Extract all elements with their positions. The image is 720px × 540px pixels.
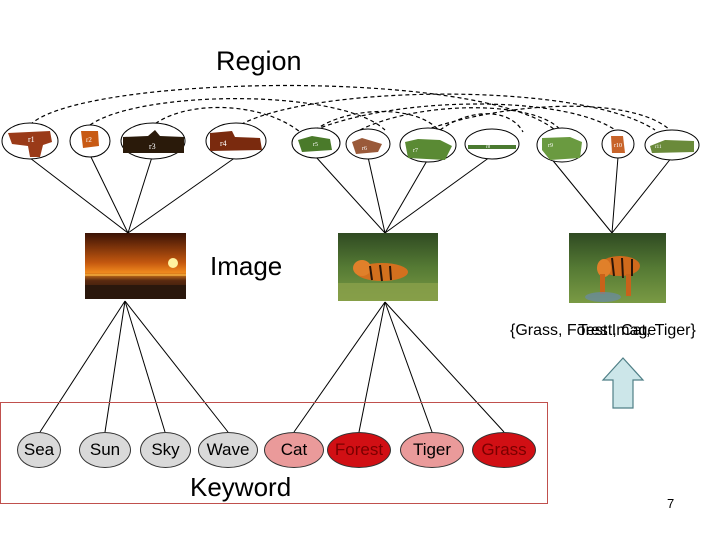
test-image-keywords: {Grass, Forest, Cat, Tiger} [510, 322, 696, 339]
region-link [89, 98, 386, 131]
svg-text:r1: r1 [28, 135, 35, 144]
edge [124, 300, 229, 433]
keyword-node-grass: Grass [472, 432, 536, 468]
region-node: r1 [1, 122, 59, 160]
keyword-layer-box [0, 402, 548, 504]
test-image-caption: Test Image [578, 322, 657, 339]
region-node: r6 [345, 128, 391, 160]
edge [384, 301, 433, 433]
svg-text:r6: r6 [362, 146, 367, 152]
region-link [149, 106, 301, 133]
region-links [29, 84, 673, 133]
region-node: r3 [120, 122, 186, 160]
image-tiger-training [338, 233, 438, 301]
edge [315, 156, 386, 234]
keyword-node-forest: Forest [327, 432, 391, 468]
edge [29, 157, 129, 234]
svg-text:r3: r3 [149, 142, 156, 151]
up-arrow [601, 357, 645, 409]
region-node: r2 [69, 124, 111, 158]
region-node: r5 [291, 127, 341, 159]
svg-text:r9: r9 [548, 143, 553, 149]
region-link [29, 84, 556, 131]
image-keyword-edges [39, 300, 505, 433]
edge [127, 156, 153, 234]
svg-text:r2: r2 [86, 136, 92, 144]
region-link [439, 113, 524, 133]
edge [358, 301, 386, 433]
edge [367, 156, 386, 234]
image-sunset [85, 233, 186, 299]
region-image-edges [29, 154, 673, 234]
svg-text:r7: r7 [413, 148, 418, 154]
edge [293, 301, 386, 433]
edge [384, 301, 505, 433]
edge [39, 300, 126, 433]
keyword-node-wave: Wave [198, 432, 258, 468]
region-link [234, 93, 656, 131]
svg-text:r10: r10 [614, 143, 622, 149]
region-link [314, 103, 619, 133]
svg-text:r4: r4 [220, 139, 227, 148]
edge [124, 300, 166, 433]
keyword-node-tiger: Tiger [400, 432, 464, 468]
page-number: 7 [667, 496, 675, 511]
svg-text:r8: r8 [486, 145, 491, 150]
edge [127, 156, 237, 234]
keyword-node-sea: Sea [17, 432, 61, 468]
region-nodes: r1 r2 r3 r4 r5 r6 r7 [1, 122, 700, 163]
region-title: Region [216, 46, 302, 76]
keyword-node-sky: Sky [140, 432, 191, 468]
region-node: r7 [399, 127, 457, 163]
region-node: r8 [464, 128, 520, 160]
edge [384, 156, 491, 234]
region-link [424, 105, 673, 133]
edge [611, 156, 619, 234]
edge [611, 156, 673, 234]
edge [89, 154, 129, 234]
region-node: r10 [601, 129, 635, 159]
region-node: r4 [205, 122, 267, 160]
keyword-title: Keyword [190, 472, 292, 502]
region-node: r11 [644, 129, 700, 161]
keyword-node-sun: Sun [79, 432, 131, 468]
svg-text:r11: r11 [655, 145, 662, 150]
edge [104, 300, 126, 433]
edge [549, 156, 613, 234]
region-node: r9 [536, 127, 588, 163]
image-title: Image [210, 251, 283, 281]
keyword-node-cat: Cat [264, 432, 324, 468]
edge [384, 158, 429, 234]
svg-text:r5: r5 [313, 142, 318, 148]
image-tiger-test [569, 233, 666, 303]
